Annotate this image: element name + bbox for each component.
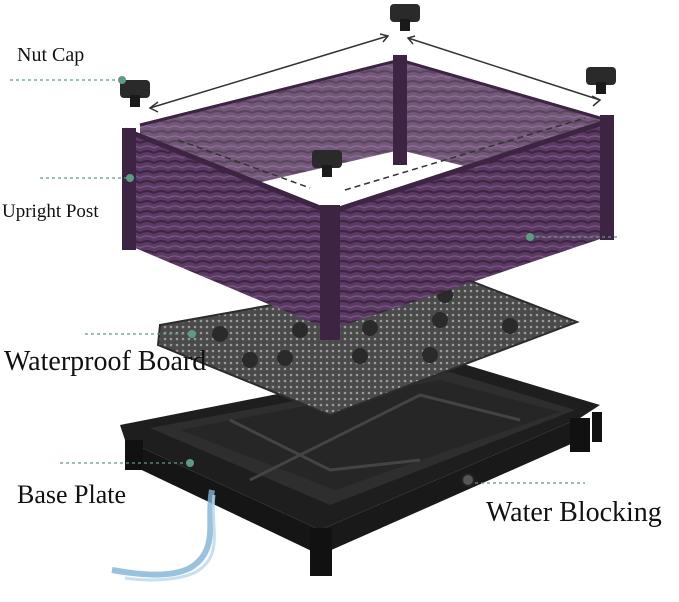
dimension-arrows — [148, 33, 602, 191]
leader-lines — [10, 79, 620, 484]
label-nut-cap: Nut Cap — [17, 44, 85, 66]
label-upright-post: Upright Post — [2, 201, 99, 222]
water-stream — [111, 489, 215, 578]
leader-dots — [118, 76, 534, 467]
nut-caps — [120, 4, 616, 177]
planter-frame — [122, 55, 614, 340]
label-waterproof-board: Waterproof Board — [4, 346, 207, 377]
base-plate — [120, 360, 602, 576]
label-base-plate: Base Plate — [17, 480, 127, 509]
label-water-blocking: Water Blocking — [486, 497, 662, 528]
